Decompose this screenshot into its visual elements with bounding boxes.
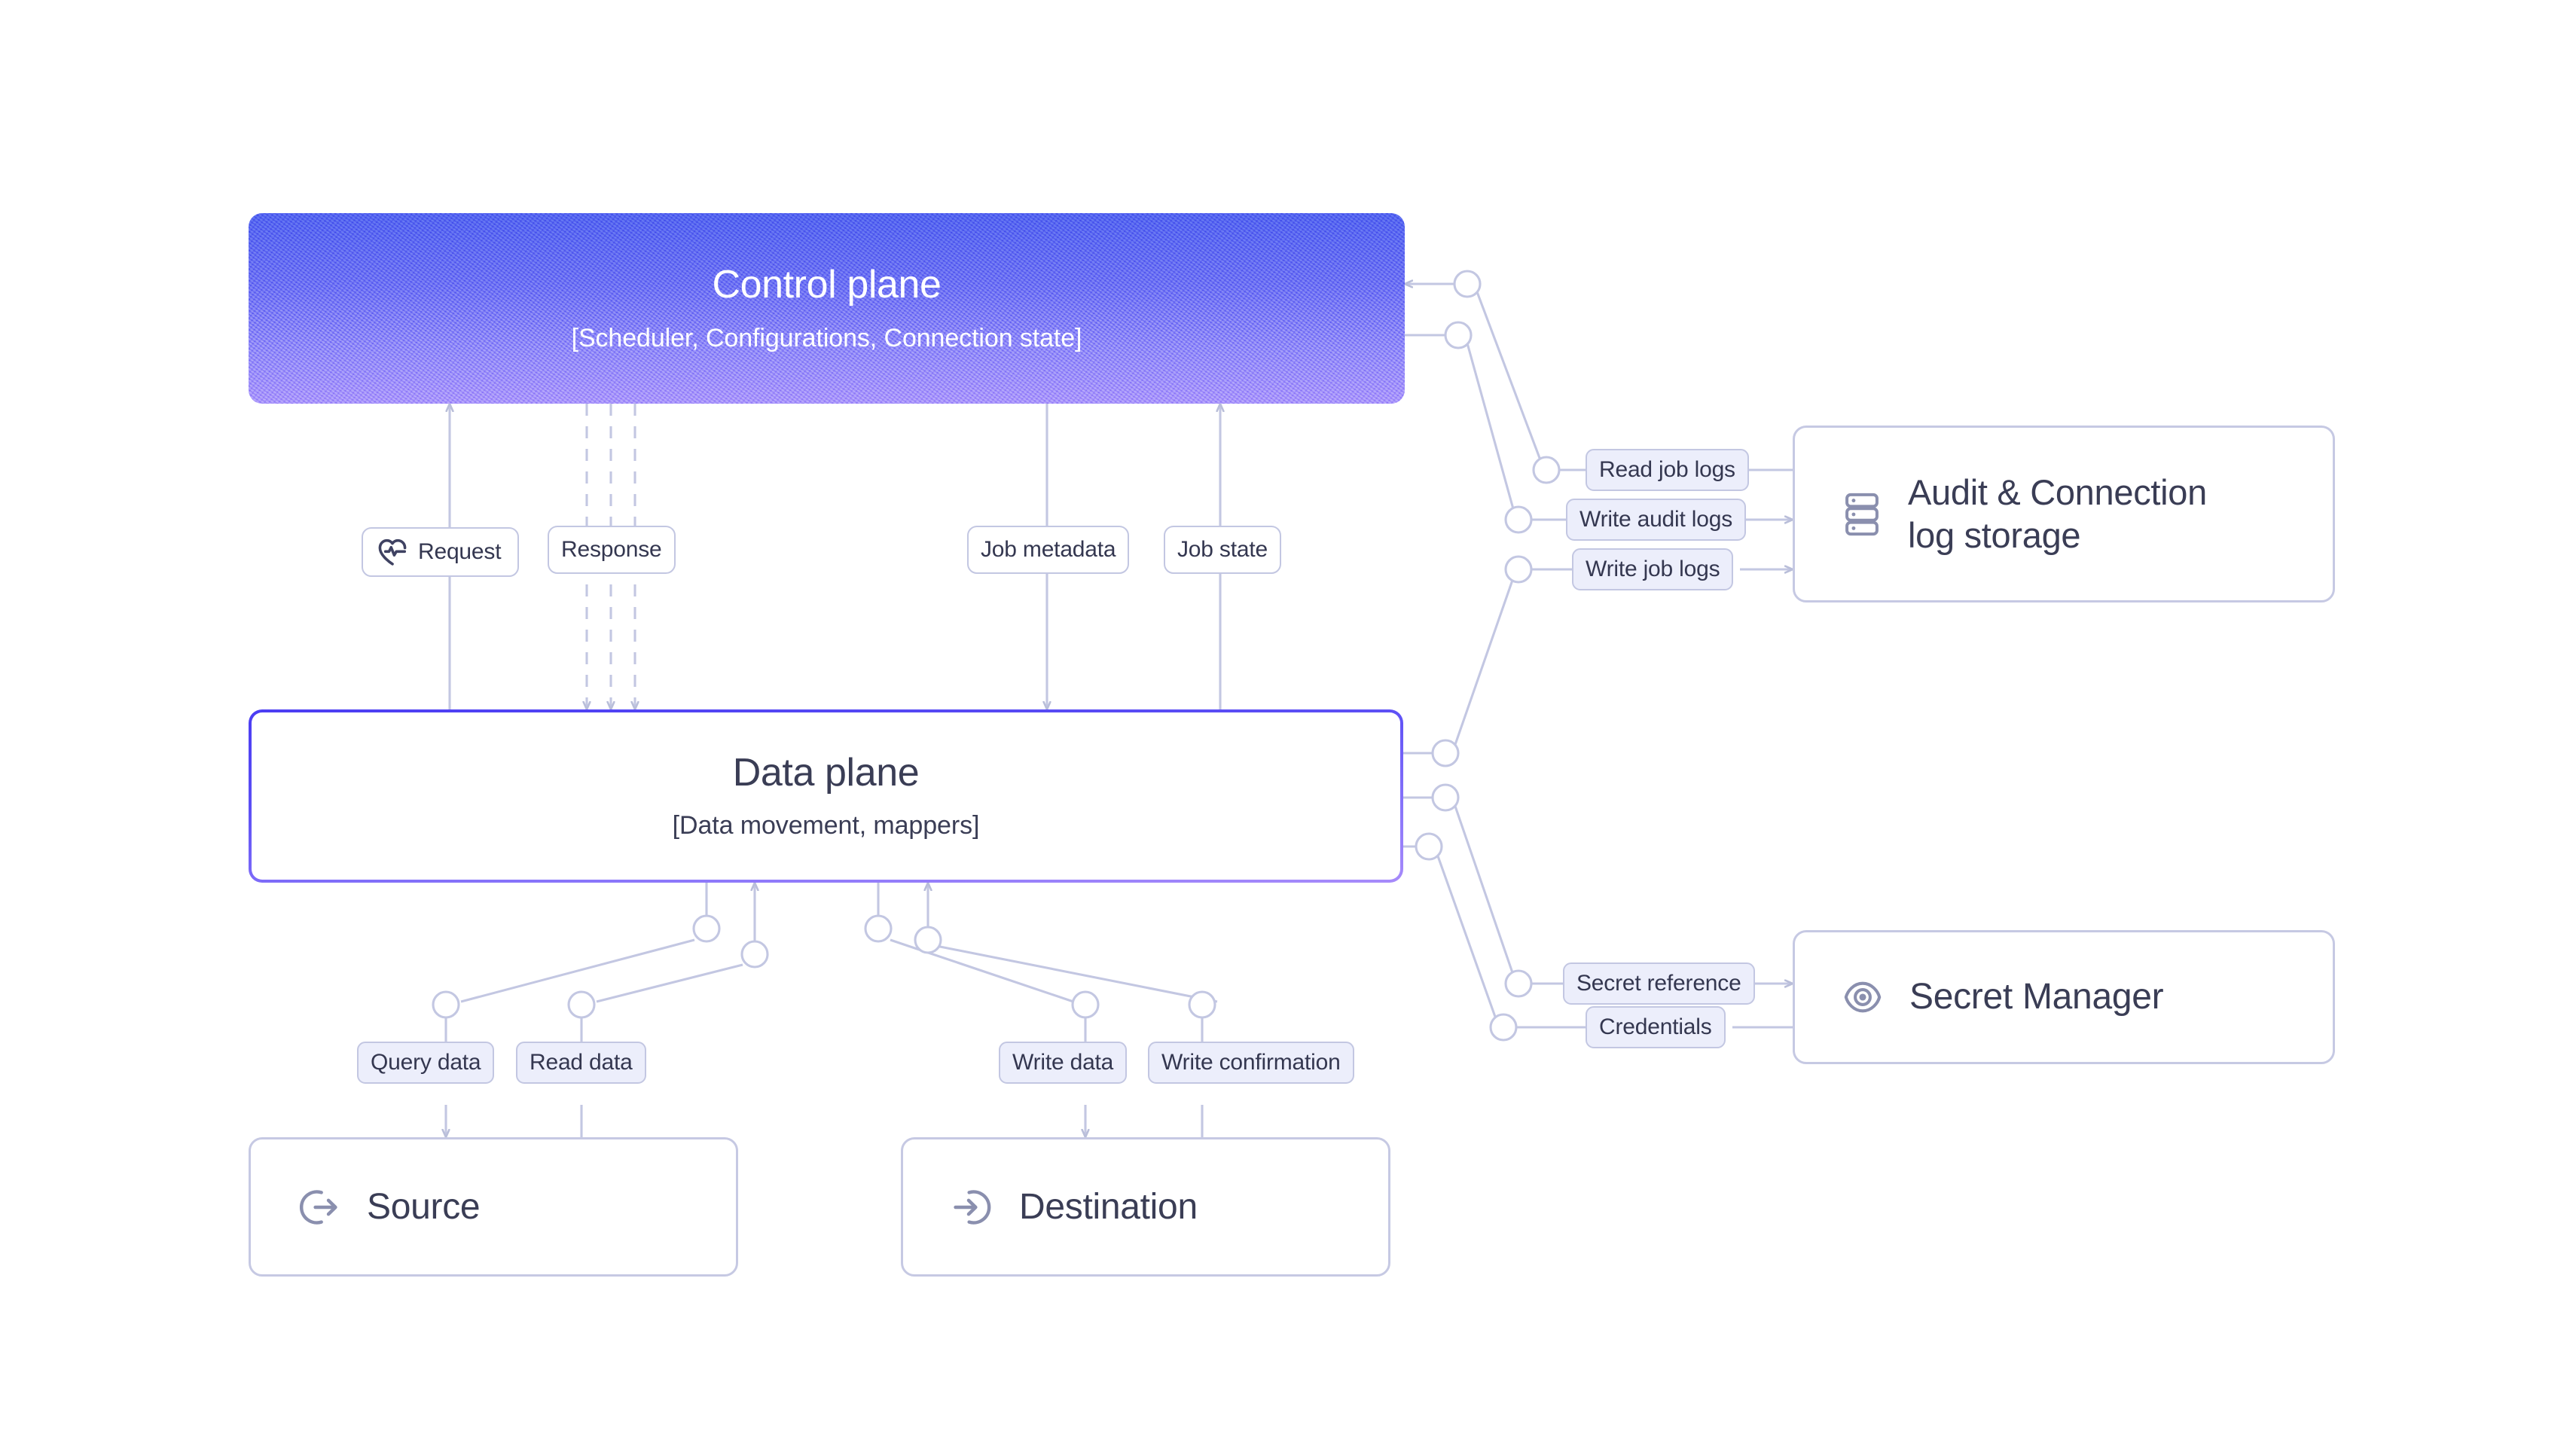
data-plane-subtitle: [Data movement, mappers] [672, 811, 980, 840]
wire-read-data-diag [596, 963, 743, 1003]
control-plane-box[interactable]: Control plane [Scheduler, Configurations… [249, 213, 1405, 404]
chip-write-data-label: Write data [1012, 1050, 1114, 1075]
node-secret-reference [1504, 969, 1533, 998]
log-out-icon [298, 1185, 341, 1229]
wire-write-confirmation-diag [917, 941, 1218, 1003]
source-card-label: Source [367, 1186, 481, 1227]
chip-job-metadata[interactable]: Job metadata [967, 526, 1130, 574]
chip-job-state[interactable]: Job state [1164, 526, 1281, 574]
secret-manager-card[interactable]: Secret Manager [1793, 930, 2335, 1064]
heart-pulse-icon [377, 538, 408, 566]
chip-request-label: Request [418, 539, 502, 564]
chip-read-job-logs-label: Read job logs [1599, 457, 1735, 482]
node-read-job-logs [1532, 456, 1561, 484]
log-in-icon [950, 1185, 993, 1229]
chip-write-audit-logs-label: Write audit logs [1579, 507, 1733, 532]
chip-query-data[interactable]: Query data [357, 1042, 495, 1084]
node-dp-write-conf [914, 926, 942, 954]
chip-job-metadata-label: Job metadata [981, 537, 1116, 562]
audit-card-line1: Audit & Connection [1908, 472, 2207, 513]
chip-job-state-label: Job state [1177, 537, 1268, 562]
server-stack-icon [1842, 491, 1882, 538]
chip-request[interactable]: Request [362, 527, 520, 577]
chip-response-label: Response [561, 537, 662, 562]
node-write-data [1071, 990, 1100, 1019]
wire-write-audit-logs-diag [1463, 334, 1518, 520]
node-write-conf [1188, 990, 1216, 1019]
node-dp-secret-reference [1431, 783, 1460, 812]
wire-credentials-diag [1436, 853, 1500, 1028]
wire-read-job-logs-diag [1473, 283, 1546, 471]
source-card[interactable]: Source [249, 1137, 738, 1277]
destination-card-label: Destination [1019, 1186, 1198, 1227]
chip-query-data-label: Query data [371, 1050, 481, 1075]
chip-credentials-label: Credentials [1599, 1014, 1712, 1039]
chip-secret-reference-label: Secret reference [1576, 971, 1741, 996]
node-credentials [1489, 1013, 1518, 1042]
node-dp-write-job-logs [1431, 739, 1460, 767]
node-write-audit-logs-top [1444, 321, 1473, 349]
node-query-data [432, 990, 460, 1019]
audit-card-label: Audit & Connection log storage [1908, 471, 2207, 557]
chip-read-data-label: Read data [530, 1050, 633, 1075]
wire-secret-reference-diag [1451, 797, 1518, 984]
chip-write-data[interactable]: Write data [999, 1042, 1128, 1084]
node-read-job-logs-top [1453, 270, 1482, 298]
chip-write-confirmation-label: Write confirmation [1161, 1050, 1341, 1075]
node-dp-read-data [740, 940, 769, 969]
control-plane-title: Control plane [712, 263, 942, 307]
grain-texture [249, 213, 1405, 404]
chip-write-audit-logs[interactable]: Write audit logs [1566, 499, 1747, 541]
chip-credentials[interactable]: Credentials [1586, 1006, 1726, 1048]
chip-response[interactable]: Response [548, 526, 676, 574]
chip-write-job-logs[interactable]: Write job logs [1572, 548, 1734, 590]
node-dp-write-data [864, 914, 893, 943]
audit-log-storage-card[interactable]: Audit & Connection log storage [1793, 426, 2335, 602]
destination-card[interactable]: Destination [901, 1137, 1390, 1277]
node-read-data [567, 990, 596, 1019]
node-dp-query-data [692, 914, 721, 943]
wire-query-data-diag [460, 938, 695, 1003]
data-plane-title: Data plane [732, 750, 920, 795]
control-plane-subtitle: [Scheduler, Configurations, Connection s… [571, 323, 1082, 352]
wire-write-data-diag [890, 938, 1074, 1003]
chip-secret-reference[interactable]: Secret reference [1563, 962, 1755, 1005]
chip-read-job-logs[interactable]: Read job logs [1586, 449, 1749, 491]
chip-write-job-logs-label: Write job logs [1586, 557, 1720, 581]
audit-card-line2: log storage [1908, 514, 2081, 555]
chip-read-data[interactable]: Read data [516, 1042, 646, 1084]
node-write-job-logs [1504, 555, 1533, 584]
data-plane-box[interactable]: Data plane [Data movement, mappers] [249, 709, 1403, 883]
chip-write-confirmation[interactable]: Write confirmation [1148, 1042, 1354, 1084]
wire-write-job-logs-diag [1451, 569, 1518, 754]
eye-icon [1842, 976, 1884, 1018]
node-write-audit-logs [1504, 505, 1533, 534]
secret-card-label: Secret Manager [1909, 977, 2164, 1017]
node-dp-credentials [1415, 832, 1443, 861]
